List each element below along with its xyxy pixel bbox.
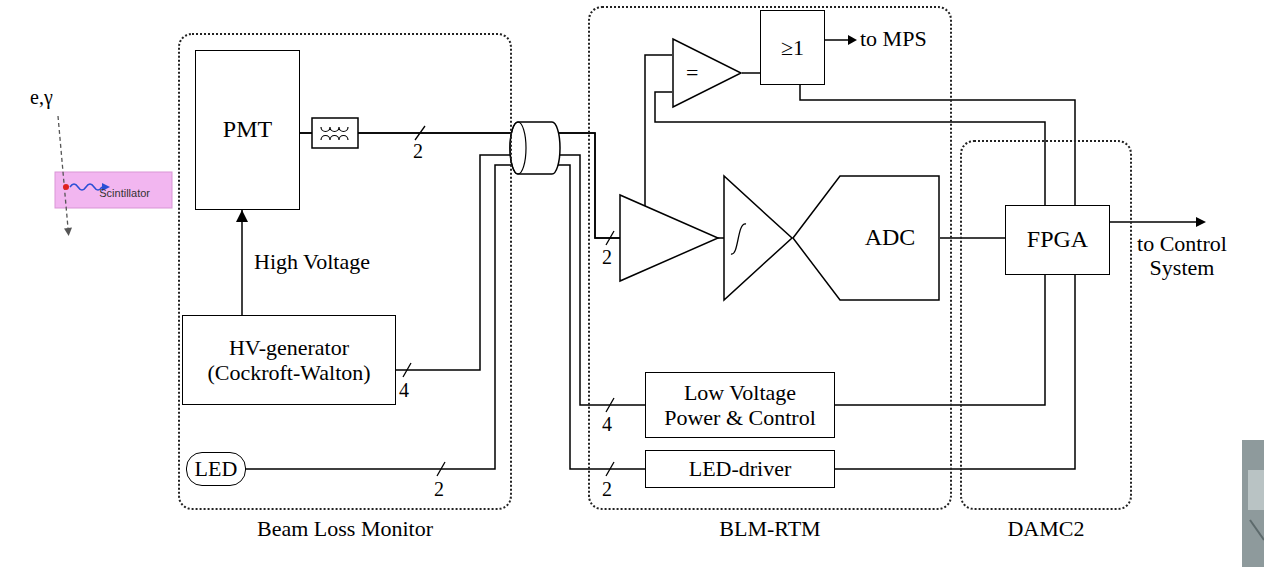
node-text: Low Voltage Power & Control <box>658 380 823 431</box>
output-arrow-head <box>848 35 857 45</box>
bus-slash <box>606 462 614 476</box>
particle-track <box>58 116 68 228</box>
node-text: LED-driver <box>689 456 792 481</box>
comparator-triangle: = <box>672 38 742 108</box>
node-text: LED <box>195 456 238 481</box>
bus-slash <box>606 398 614 412</box>
power-control-box: Low Voltage Power & Control <box>645 372 835 438</box>
photo-fragment <box>1250 520 1264 540</box>
bus-width: 2 <box>602 246 612 268</box>
output-label: to Control System <box>1112 232 1252 280</box>
bus-width: 2 <box>434 478 444 500</box>
node-text: Scintillator <box>99 187 150 200</box>
pmt-box: PMT <box>195 50 300 210</box>
signal-wire <box>300 55 672 238</box>
bus-slash <box>437 462 445 476</box>
scintillator-band <box>55 172 172 208</box>
edge-label: High Voltage <box>252 250 372 274</box>
fpga-box: FPGA <box>1005 205 1110 275</box>
filter-coil <box>321 136 348 141</box>
module-group: BLM-RTM=≥1ADCLow Voltage Power & Control… <box>588 6 952 510</box>
bus-width: 2 <box>602 478 612 500</box>
integrator-symbol <box>724 176 792 300</box>
photon-wave <box>70 184 102 190</box>
filter-coil <box>321 127 348 132</box>
amplifier-symbol <box>620 195 718 281</box>
node-text: ADC <box>865 224 916 252</box>
node-text: ≥1 <box>781 35 804 60</box>
bus-width: 2 <box>413 140 423 162</box>
bus-slash <box>415 126 425 140</box>
or-gate-box: ≥1 <box>760 10 825 85</box>
cable-connector <box>510 122 560 174</box>
node-text: HV-generator (Cockroft-Walton) <box>183 335 395 386</box>
comparator-triangle-outline <box>673 39 741 107</box>
track-arrow-head <box>64 228 72 236</box>
scintillator-band: Scintillator <box>55 172 172 208</box>
signal-wire <box>742 72 760 74</box>
led-box: LED <box>186 452 246 486</box>
bus-slash <box>606 231 614 245</box>
adc-shape: ADC <box>792 175 940 301</box>
interaction-point <box>63 184 69 190</box>
photo-fragment <box>1242 440 1264 567</box>
photo-fragment <box>1248 470 1264 510</box>
node-text: = <box>686 60 698 85</box>
particle-label: e,γ <box>30 86 53 108</box>
node-text: FPGA <box>1027 226 1088 254</box>
signal-wire <box>940 237 1005 239</box>
adc-shape-outline <box>793 176 939 300</box>
group-title: DAMC2 <box>962 516 1130 541</box>
group-title: Beam Loss Monitor <box>180 516 510 541</box>
group-title: BLM-RTM <box>590 516 950 541</box>
bus-width: 4 <box>399 379 409 401</box>
module-group: DAMC2FPGA <box>960 140 1132 510</box>
signal-wire <box>241 210 243 315</box>
hv-generator-box: HV-generator (Cockroft-Walton) <box>182 315 396 405</box>
output-wire <box>825 39 849 41</box>
bus-slash <box>403 363 411 377</box>
output-wire <box>1110 221 1197 223</box>
signal-wire <box>835 275 1075 469</box>
integral-sign <box>731 224 746 254</box>
comparator-triangle-outline <box>672 38 742 108</box>
led-driver-box: LED-driver <box>645 450 835 488</box>
node-text: PMT <box>223 116 272 144</box>
output-arrow-head <box>1196 217 1206 227</box>
output-label: to MPS <box>860 27 927 51</box>
connector-face <box>510 122 526 174</box>
filter-symbol <box>312 118 358 148</box>
bus-width: 4 <box>602 413 612 435</box>
signal-wire <box>396 155 645 405</box>
